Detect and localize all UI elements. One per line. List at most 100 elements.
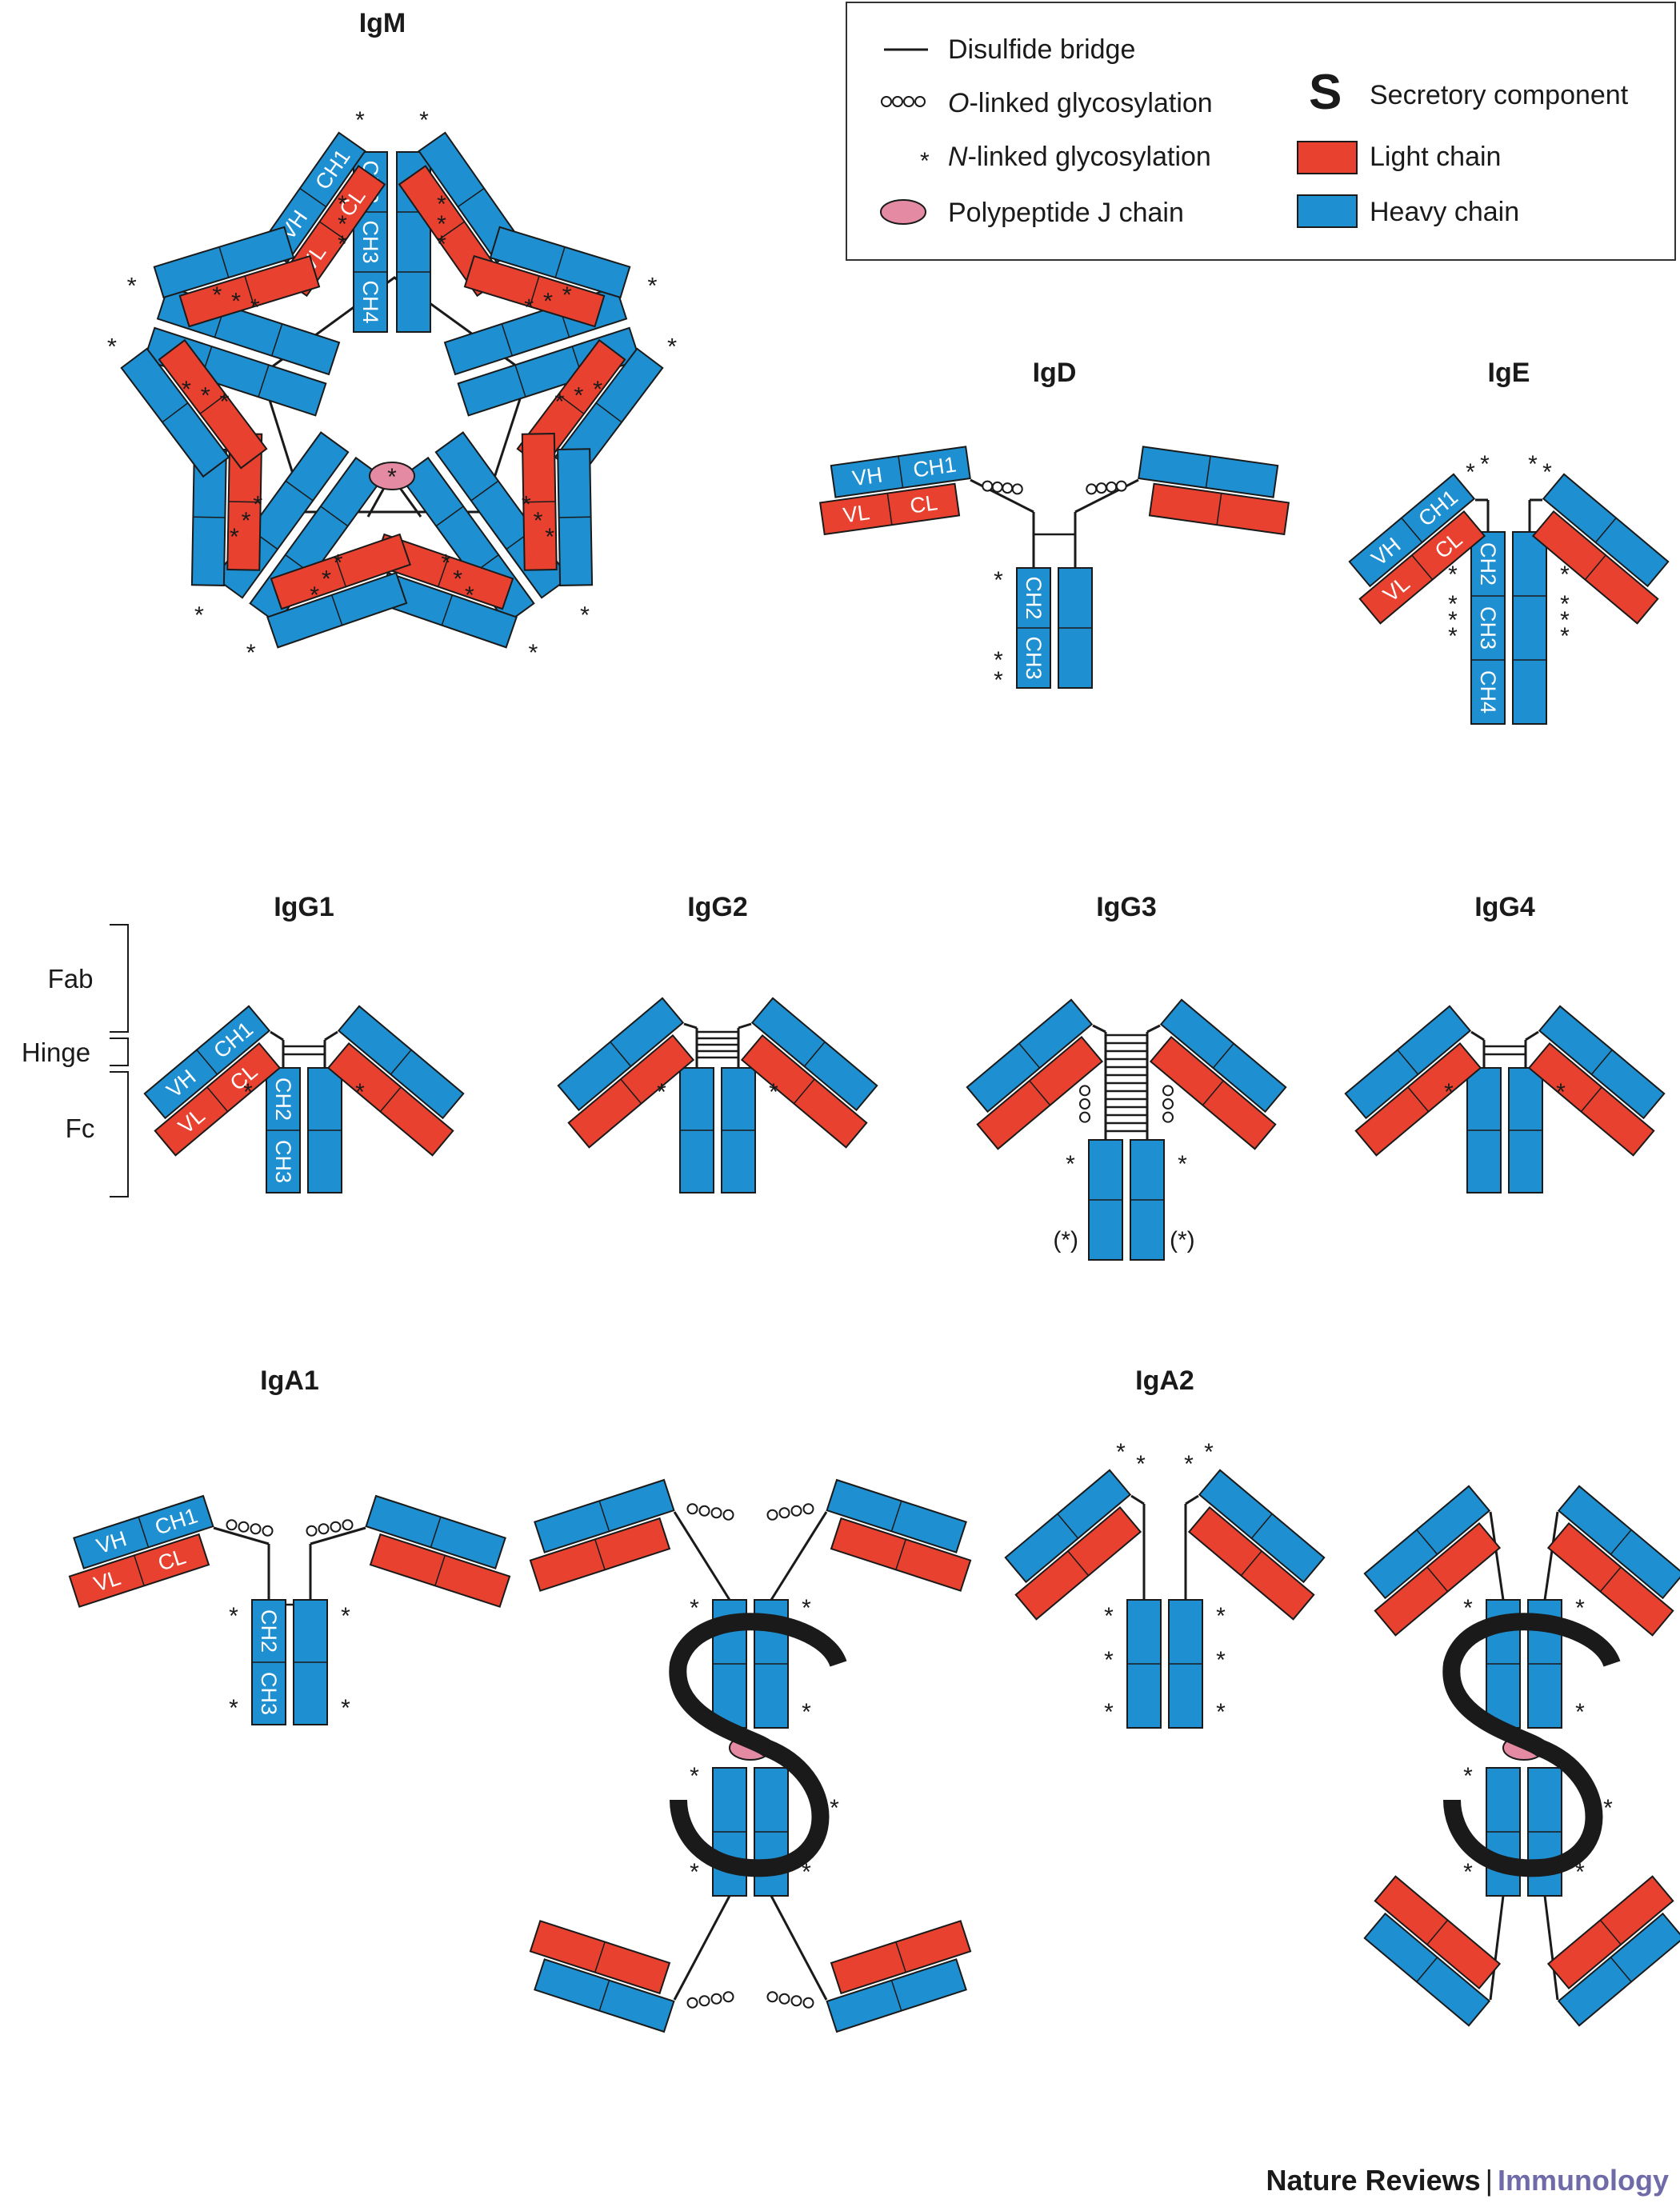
heavy-fc-right <box>1508 1067 1543 1193</box>
n-glycan-mark: * <box>802 1699 811 1725</box>
igm-unit: ******** <box>190 431 411 658</box>
legend: Disulfide bridge O-linked glycosylation … <box>846 2 1676 261</box>
light-fab <box>68 1533 210 1608</box>
fab-wrap <box>1546 1875 1680 2027</box>
heavy-fab <box>1557 1912 1680 2027</box>
fab-arm <box>1363 1875 1502 2027</box>
n-glycan-mark: * <box>1603 1795 1613 1821</box>
heavy-fab <box>1363 1912 1491 2027</box>
heavy-fab <box>1348 473 1476 588</box>
o-glycan-mark <box>238 1521 250 1533</box>
o-glycan-mark <box>1162 1098 1174 1109</box>
n-glycan-mark: * <box>802 1595 811 1621</box>
heavy-fc-left <box>1466 1067 1502 1193</box>
legend-secretory: Secretory component <box>1370 80 1629 110</box>
n-glycan-mark: * <box>1560 591 1570 618</box>
sdimer-top: *********** <box>1363 1485 1680 2027</box>
light-fab <box>1187 1505 1315 1621</box>
heavy-fab <box>1538 1005 1666 1120</box>
light-fab <box>158 338 268 470</box>
domain-label: CH3 <box>271 1140 295 1183</box>
footer-separator: | <box>1485 2164 1493 2197</box>
n-glycan-mark: * <box>1560 623 1570 650</box>
fab-arm <box>1546 1875 1680 2027</box>
secretory-component <box>669 1613 847 1877</box>
fab-arm <box>557 997 695 1149</box>
igm-j-link-right <box>398 487 422 518</box>
legend-heavy-chain: Heavy chain <box>1370 197 1519 227</box>
sdimer-top: *********** <box>529 1478 972 2033</box>
light-fab <box>326 1042 454 1157</box>
heavy-fc-left <box>1088 1139 1123 1261</box>
fab-arm <box>1363 1485 1502 1637</box>
n-glycan-mark: * <box>690 1859 699 1885</box>
light-fab <box>830 1920 972 1995</box>
igg3: ** <box>966 998 1287 1261</box>
n-glycan-mark: * <box>1216 1699 1226 1725</box>
heavy-fc-left-rect <box>1470 531 1506 725</box>
o-glycan-mark <box>318 1523 330 1535</box>
o-glycan-mark <box>778 1993 790 2005</box>
heavy-fc-left <box>679 1067 714 1193</box>
n-glycan-mark: * <box>338 231 347 258</box>
o-glycan-mark <box>1106 481 1118 493</box>
title-igg1: IgG1 <box>274 892 334 922</box>
heavy-fab <box>489 226 631 299</box>
n-glycan-mark: * <box>670 1655 679 1681</box>
n-glycan-mark: * <box>102 335 130 353</box>
journal-name: Nature Reviews <box>1266 2164 1481 2197</box>
fab-arm <box>266 533 411 649</box>
o-glycan-mark <box>1086 483 1098 495</box>
igm-monomer: ******** <box>190 431 411 658</box>
legend-disulfide: Disulfide bridge <box>948 34 1135 65</box>
legend-n-glycosylation: N-linked glycosylation <box>948 142 1211 172</box>
heavy-fab <box>73 1494 214 1569</box>
n-glycan-mark: * <box>690 1763 699 1789</box>
o-glycan-mark <box>778 1507 790 1519</box>
heavy-fab <box>750 997 878 1112</box>
domain-label: CH3 <box>1476 606 1500 650</box>
heavy-chain-swatch <box>1297 194 1358 228</box>
n-glycan-mark: * <box>1575 1763 1585 1789</box>
fab-arm <box>326 1005 465 1157</box>
n-glycan-mark: * <box>1556 1079 1566 1106</box>
journal-section: Immunology <box>1498 2164 1669 2197</box>
domain-label: CH2 <box>257 1609 281 1653</box>
o-glycan-mark <box>790 1505 802 1517</box>
fab-arm <box>1187 1469 1326 1621</box>
title-igg3: IgG3 <box>1096 892 1157 922</box>
heavy-fab <box>534 1958 675 2033</box>
n-glycan-mark: * <box>994 567 1003 594</box>
n-glycan-mark: * <box>518 631 542 658</box>
heavy-fab <box>557 448 594 586</box>
light-fab <box>1148 482 1290 536</box>
heavy-fc-left <box>712 1767 747 1897</box>
n-glycan-mark: * <box>830 1795 839 1821</box>
heavy-fab <box>143 1005 271 1120</box>
igg3-optional-glycan-left: (*) <box>1053 1227 1078 1253</box>
n-glycan-mark: * <box>1204 1439 1214 1465</box>
n-glycan-mark: * <box>1104 1699 1114 1725</box>
domain-label: CH3 <box>358 220 382 263</box>
heavy-fab <box>826 1958 967 2033</box>
n-glycan-mark: * <box>1104 1647 1114 1673</box>
heavy-fab <box>966 998 1094 1113</box>
heavy-fab <box>153 226 295 299</box>
region-brackets <box>110 924 129 1197</box>
igg4: ** <box>1344 1005 1666 1193</box>
o-glycan-mark <box>330 1521 342 1533</box>
o-glycan-mark <box>306 1525 318 1537</box>
n-glycan-mark: * <box>657 1079 666 1106</box>
fab-wrap <box>529 1478 675 1592</box>
fab-wrap <box>1546 1485 1680 1637</box>
secretory-component <box>1442 1613 1621 1877</box>
legend-o-glycosylation: O-linked glycosylation <box>948 88 1213 118</box>
n-glycan-icon: * <box>920 148 930 174</box>
legend-box <box>846 2 1676 261</box>
light-fab <box>1374 1521 1502 1637</box>
o-glycan-mark <box>226 1519 238 1531</box>
o-glycan-mark <box>698 1995 710 2007</box>
